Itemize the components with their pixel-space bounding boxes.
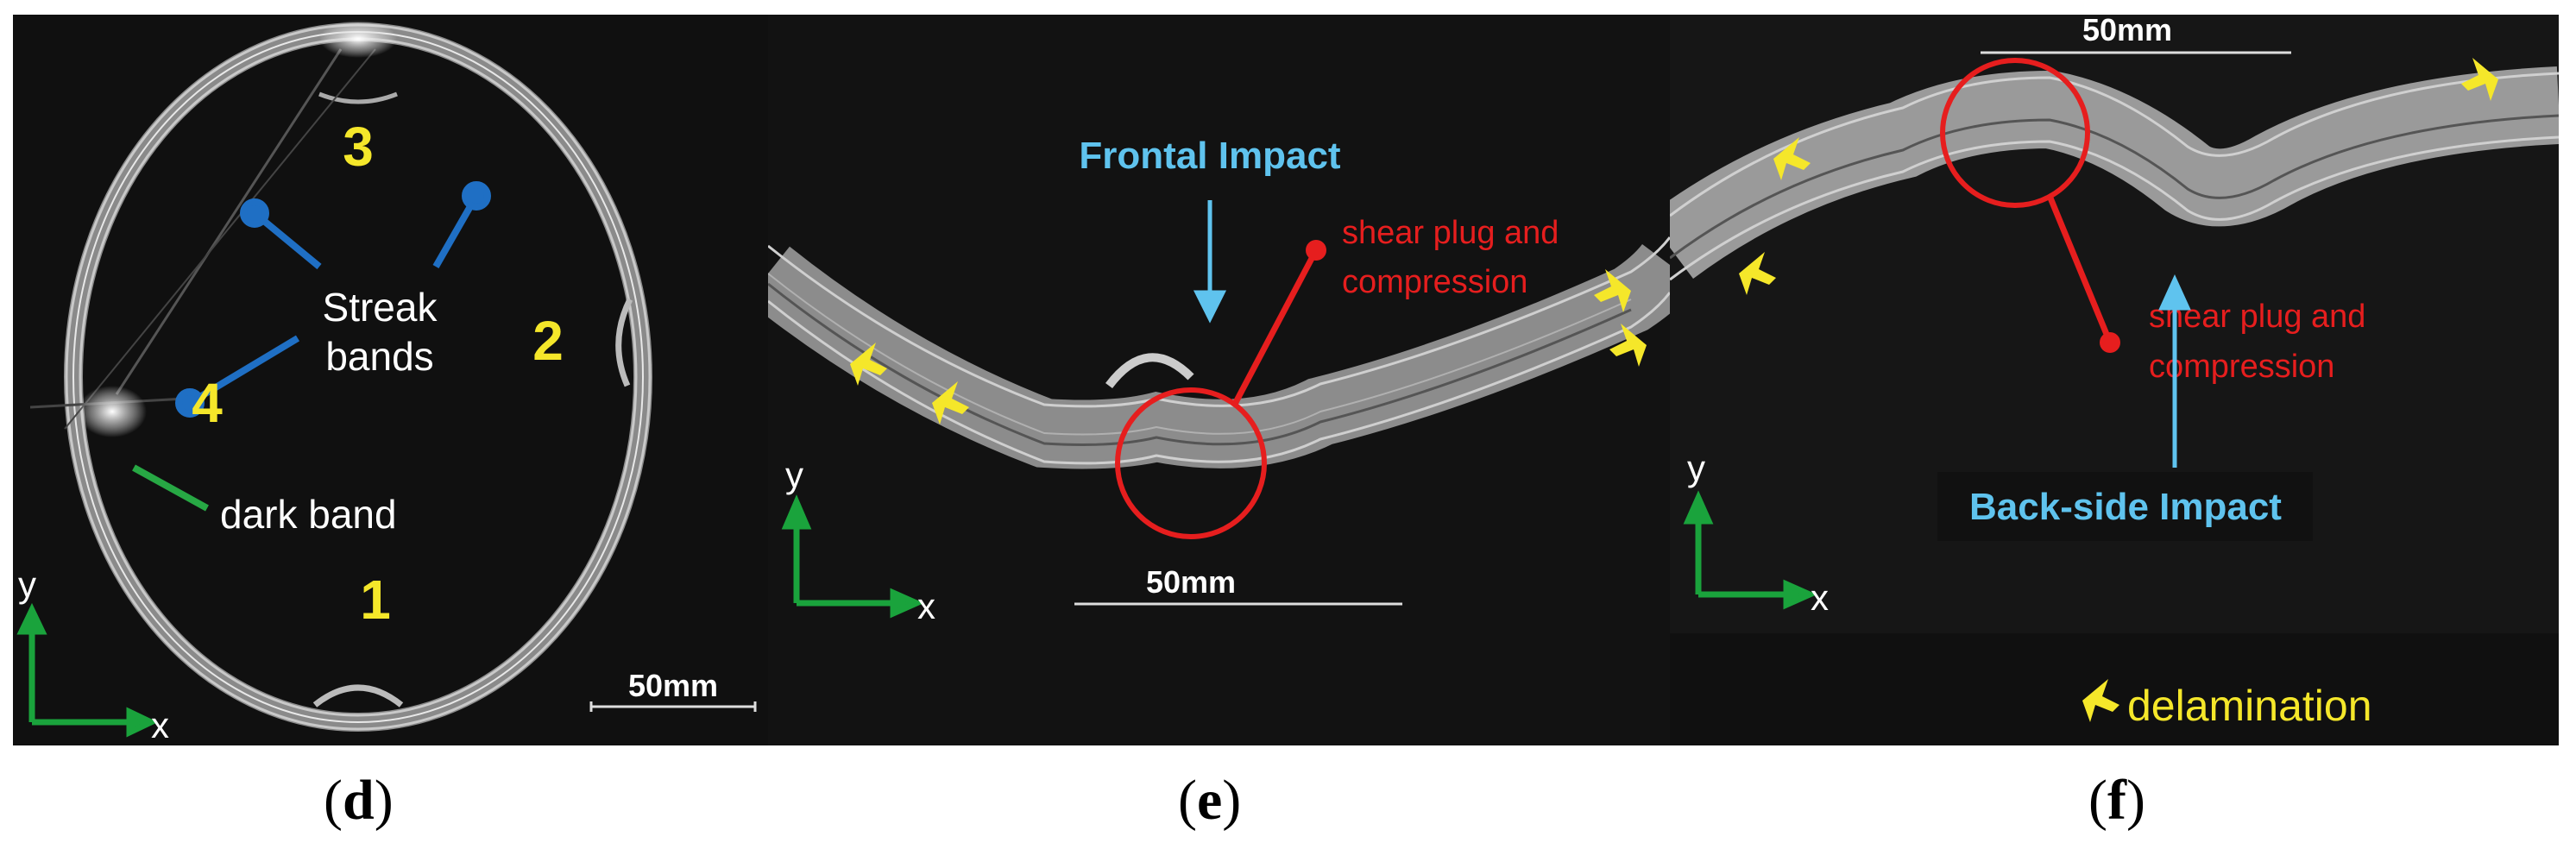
delamination-legend-icon [2082, 679, 2119, 722]
delamination-legend-label: delamination [2127, 682, 2372, 730]
scale-bar-label: 50mm [2082, 15, 2172, 47]
caption-e: (e) [1178, 769, 1242, 832]
region-number-4: 4 [192, 372, 223, 434]
streak-bands-label-line2: bands [325, 334, 433, 379]
shear-plug-circle [1115, 387, 1267, 539]
impact-label-box [1937, 472, 2313, 541]
shear-plug-label-line2: compression [1342, 264, 1527, 300]
axis-indicator [1683, 490, 1817, 610]
streak-bands-label-line1: Streak [323, 285, 438, 330]
scale-bar-label: 50mm [628, 668, 718, 703]
shear-plug-pointer [1231, 248, 1319, 407]
axis-x-label: x [1811, 577, 1829, 618]
dark-band-marker [132, 464, 209, 512]
ct-scan-panel-d: 3 2 4 1 Streak bands dark band 50mm y x [13, 15, 772, 745]
axis-y-label: y [18, 564, 36, 605]
delamination-arrows [1739, 58, 2498, 295]
impact-arrow [2158, 274, 2191, 468]
axis-x-label: x [917, 586, 935, 626]
axis-indicator [16, 602, 159, 738]
bright-spot-top [319, 20, 397, 58]
region-number-2: 2 [532, 310, 564, 372]
shear-plug-circle [1940, 58, 2090, 208]
axis-y-label: y [1687, 448, 1705, 488]
region-number-3: 3 [343, 116, 374, 178]
ct-scan-panel-f: shear plug and compression Back-side Imp… [1670, 15, 2559, 745]
laminate-cross-section [1670, 66, 2559, 281]
delamination-arrows [850, 269, 1647, 424]
ct-scan-panel-e: Frontal Impact shear plug and compressio… [768, 15, 1670, 745]
back-side-impact-label: Back-side Impact [1969, 486, 2282, 528]
region-number-1: 1 [360, 569, 391, 631]
shear-plug-label-line2: compression [2149, 349, 2334, 385]
caption-d: (d) [324, 769, 394, 832]
laminate-cross-section [768, 236, 1670, 469]
axis-x-label: x [151, 705, 169, 745]
streak-band-markers [175, 181, 491, 418]
dark-band-label: dark band [220, 492, 397, 537]
shear-plug-pointer [2046, 194, 2113, 344]
shear-plug-label-line1: shear plug and [1342, 215, 1559, 251]
scale-bar-label: 50mm [1146, 564, 1236, 600]
caption-f: (f) [2088, 769, 2145, 832]
axis-y-label: y [785, 455, 803, 495]
axis-indicator [781, 494, 924, 619]
frontal-impact-label: Frontal Impact [1079, 135, 1340, 177]
bright-spot-left [78, 386, 147, 437]
impact-arrow [1193, 200, 1227, 324]
